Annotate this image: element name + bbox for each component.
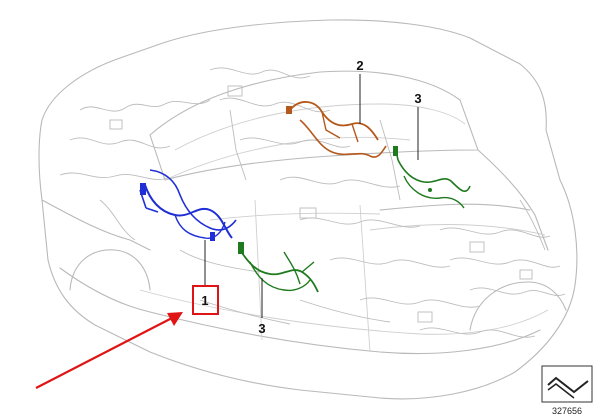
pointer-arrow-icon [35, 312, 183, 389]
gray-harness-network [59, 67, 566, 338]
callout-1: 1 [201, 293, 208, 308]
callout-2-group: 2 [356, 58, 364, 124]
wiring-harness-symbol-icon [541, 365, 593, 403]
harness-3-green-floor [238, 242, 319, 293]
reference-number: 327656 [552, 406, 582, 416]
callout-2: 2 [356, 58, 363, 73]
harness-2-orange [286, 101, 387, 158]
callout-1-group: 1 [192, 240, 219, 315]
callout-3-floor-group: 3 [258, 278, 266, 336]
harness-3-green-rear [393, 146, 471, 209]
callout-3-roof: 3 [414, 91, 421, 106]
callout-3-floor: 3 [258, 321, 265, 336]
callout-3-roof-group: 3 [414, 91, 422, 160]
harness-1-blue [139, 169, 237, 241]
highlight-box [192, 285, 219, 315]
